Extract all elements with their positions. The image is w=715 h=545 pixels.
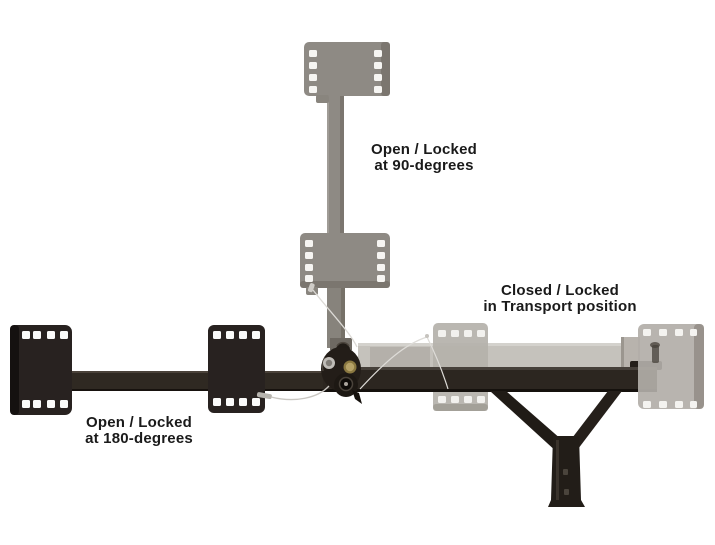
left-strut: [490, 391, 570, 453]
label-90-line2: at 90-degrees: [374, 157, 474, 174]
label-transport-position: Closed / Locked in Transport position: [450, 283, 670, 315]
mounting-holes: [309, 50, 382, 93]
fixed-receiver-bar: [323, 361, 662, 392]
safety-cables: [256, 283, 449, 401]
cable-ferrule: [425, 334, 429, 338]
mounting-holes: [643, 329, 697, 408]
end-mounting-plate-black: [10, 325, 72, 415]
cable-ferrule: [256, 392, 272, 400]
label-90-line1: Open / Locked: [371, 141, 477, 158]
arm-90-position: [300, 42, 390, 350]
right-strut: [566, 391, 622, 449]
mounting-holes: [305, 240, 385, 282]
label-transport-line2: in Transport position: [483, 298, 637, 315]
middle-mounting-plate: [300, 233, 390, 295]
inner-mounting-plate-black: [208, 325, 265, 413]
label-90-degrees: Open / Locked at 90-degrees: [334, 142, 514, 174]
mounting-holes: [22, 331, 68, 408]
hitch-support: [490, 391, 622, 507]
ghost-plate-large: [638, 324, 704, 409]
mounting-holes: [438, 330, 485, 403]
mounting-holes: [213, 331, 260, 406]
cable-ferrule: [307, 283, 315, 293]
label-180-degrees: Open / Locked at 180-degrees: [49, 415, 229, 447]
top-mounting-plate: [304, 42, 390, 103]
label-180-line1: Open / Locked: [86, 414, 192, 431]
label-180-line2: at 180-degrees: [85, 430, 193, 447]
label-transport-line1: Closed / Locked: [500, 282, 620, 299]
swing-arm-180-bar: [55, 371, 327, 391]
pivot-hub: [321, 341, 362, 404]
release-handle: [352, 390, 362, 404]
